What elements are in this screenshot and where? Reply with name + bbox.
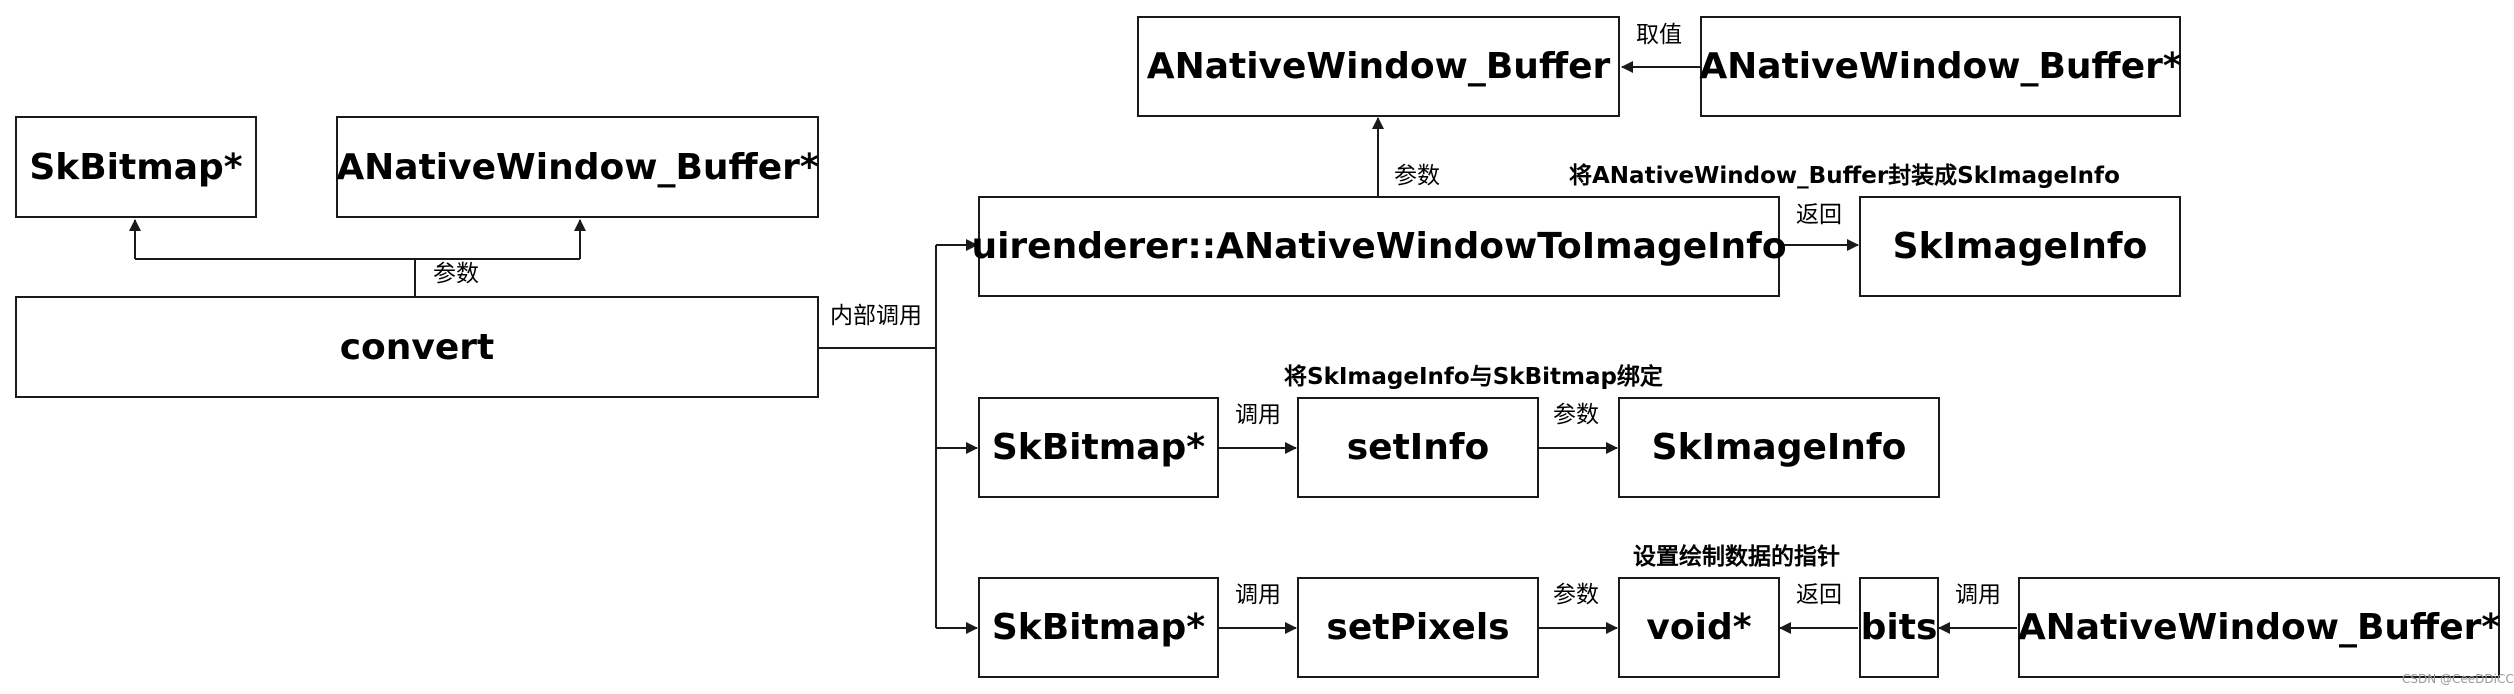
call-setinfo-label: 调用 bbox=[1235, 402, 1281, 428]
to-image-info-node: uirenderer::ANativeWindowToImageInfo bbox=[971, 196, 1787, 297]
take-value-label: 取值 bbox=[1636, 22, 1682, 48]
void-ptr-node: void* bbox=[1618, 577, 1780, 678]
skimageinfo-return-node: SkImageInfo bbox=[1859, 196, 2181, 297]
call-bits-label: 调用 bbox=[1955, 582, 2001, 608]
skimageinfo-param-node: SkImageInfo bbox=[1618, 397, 1940, 498]
internal-call-label: 内部调用 bbox=[830, 303, 922, 329]
anativewindow-buffer-node: ANativeWindow_Buffer bbox=[1137, 16, 1620, 117]
connector-convert-params bbox=[135, 258, 580, 296]
bits-return-label: 返回 bbox=[1796, 582, 1842, 608]
skbitmap-node: SkBitmap* bbox=[15, 116, 257, 218]
watermark: CSDN @CeeDDiCC bbox=[2402, 672, 2514, 686]
skbitmap-row2-node: SkBitmap* bbox=[978, 397, 1219, 498]
anativewindow-buffer-ptr-node-top: ANativeWindow_Buffer* bbox=[1699, 16, 2182, 117]
anativewindow-buffer-ptr-node-bottom: ANativeWindow_Buffer* bbox=[2018, 577, 2500, 678]
connector-internal-call bbox=[818, 245, 937, 628]
call-setpixels-label: 调用 bbox=[1235, 582, 1281, 608]
anativewindow-buffer-ptr-node: ANativeWindow_Buffer* bbox=[336, 116, 819, 218]
setinfo-param-label: 参数 bbox=[1553, 402, 1599, 428]
convert-node: convert bbox=[15, 296, 819, 398]
to-info-param-label: 参数 bbox=[1394, 163, 1440, 189]
bits-node: bits bbox=[1859, 577, 1939, 678]
setinfo-node: setInfo bbox=[1297, 397, 1539, 498]
convert-params-label: 参数 bbox=[433, 261, 479, 287]
wrap-note: 将ANativeWindow_Buffer封装成SkImageInfo bbox=[1569, 163, 2120, 189]
bind-note: 将SkImageInfo与SkBitmap绑定 bbox=[1284, 364, 1663, 390]
pointer-note: 设置绘制数据的指针 bbox=[1633, 544, 1840, 570]
return-info-label: 返回 bbox=[1796, 202, 1842, 228]
setpixels-node: setPixels bbox=[1297, 577, 1539, 678]
skbitmap-row3-node: SkBitmap* bbox=[978, 577, 1219, 678]
setpixels-param-label: 参数 bbox=[1553, 582, 1599, 608]
